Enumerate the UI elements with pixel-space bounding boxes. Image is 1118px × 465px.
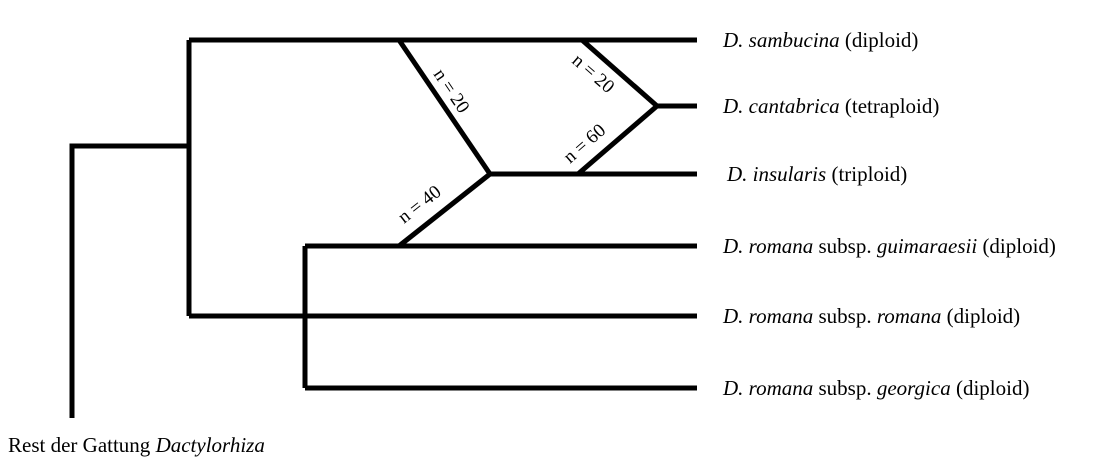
edge-label-n40: n = 40 (394, 181, 445, 228)
link-guimaraesii-insularis (397, 172, 492, 248)
taxon-label-insularis: D. insularis (triploid) (726, 162, 907, 186)
edge-label-n20-right: n = 20 (568, 50, 619, 98)
taxon-label-cantabrica: D. cantabrica (tetraploid) (722, 94, 939, 118)
root-stem (69, 143, 189, 418)
edge-label-n60: n = 60 (560, 120, 611, 168)
taxon-label-sambucina: D. sambucina (diploid) (722, 28, 918, 52)
link-insularis-cantabrica (576, 104, 659, 176)
link-sambucina-cantabrica (580, 38, 659, 108)
taxon-label-romana: D. romana subsp. romana (diploid) (722, 304, 1020, 328)
root-label: Rest der Gattung Dactylorhiza (8, 433, 265, 457)
taxon-label-guimaraesii: D. romana subsp. guimaraesii (diploid) (722, 234, 1056, 258)
taxon-label-georgica: D. romana subsp. georgica (diploid) (722, 376, 1029, 400)
link-sambucina-insularis (396, 38, 493, 176)
